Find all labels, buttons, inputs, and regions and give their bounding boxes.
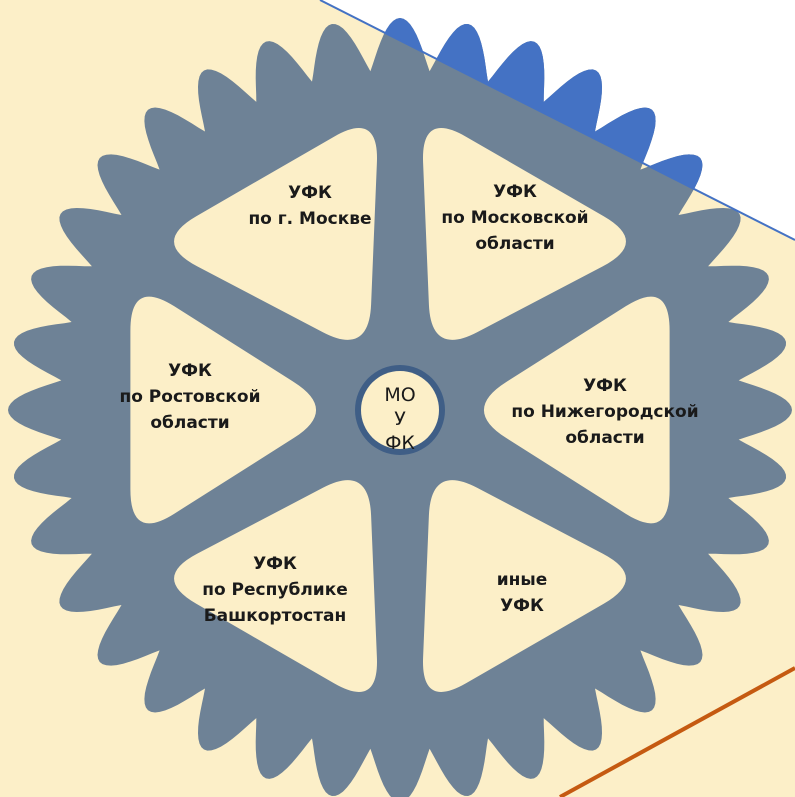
window-rostov bbox=[130, 296, 317, 524]
gear-windows bbox=[130, 128, 670, 692]
orange-diagonal-line bbox=[559, 666, 795, 797]
window-nizhny-novgorod bbox=[483, 296, 670, 524]
hub-center bbox=[361, 371, 439, 449]
segment-line: по Республике bbox=[202, 580, 348, 600]
segment-line: области bbox=[475, 234, 555, 254]
segment-line: области bbox=[150, 413, 230, 433]
segment-line: по Московской bbox=[441, 208, 589, 228]
hub-line: ФК bbox=[385, 432, 415, 454]
hub-label: МО У ФК bbox=[360, 383, 440, 455]
segment-line: Башкортостан bbox=[203, 606, 347, 626]
segment-line: УФК bbox=[493, 182, 537, 202]
blue-diagonal-line bbox=[319, 0, 795, 241]
segment-line: по Нижегородской bbox=[511, 402, 699, 422]
window-bashkortostan bbox=[174, 480, 378, 692]
segment-label-moscow: УФК по г. Москве bbox=[210, 180, 410, 232]
segment-line: УФК bbox=[288, 183, 332, 203]
window-other bbox=[422, 480, 626, 692]
segment-label-moscow-region: УФК по Московской области bbox=[415, 179, 615, 257]
window-moscow bbox=[174, 128, 378, 340]
hub-line: У bbox=[394, 408, 406, 430]
segment-line: области bbox=[565, 428, 645, 448]
segment-label-nizhny-novgorod: УФК по Нижегородской области bbox=[505, 373, 705, 451]
segment-line: УФК bbox=[500, 596, 544, 616]
segment-line: УФК bbox=[253, 554, 297, 574]
segment-label-rostov: УФК по Ростовской области bbox=[90, 358, 290, 436]
segment-line: по г. Москве bbox=[248, 209, 372, 229]
segment-label-other: иные УФК bbox=[422, 567, 622, 619]
segment-line: УФК bbox=[168, 361, 212, 381]
hub-line: МО bbox=[384, 384, 416, 406]
segment-line: УФК bbox=[583, 376, 627, 396]
window-moscow-region bbox=[422, 128, 626, 340]
segment-line: иные bbox=[496, 570, 548, 590]
segment-line: по Ростовской bbox=[119, 387, 261, 407]
segment-label-bashkortostan: УФК по Республике Башкортостан bbox=[175, 551, 375, 629]
